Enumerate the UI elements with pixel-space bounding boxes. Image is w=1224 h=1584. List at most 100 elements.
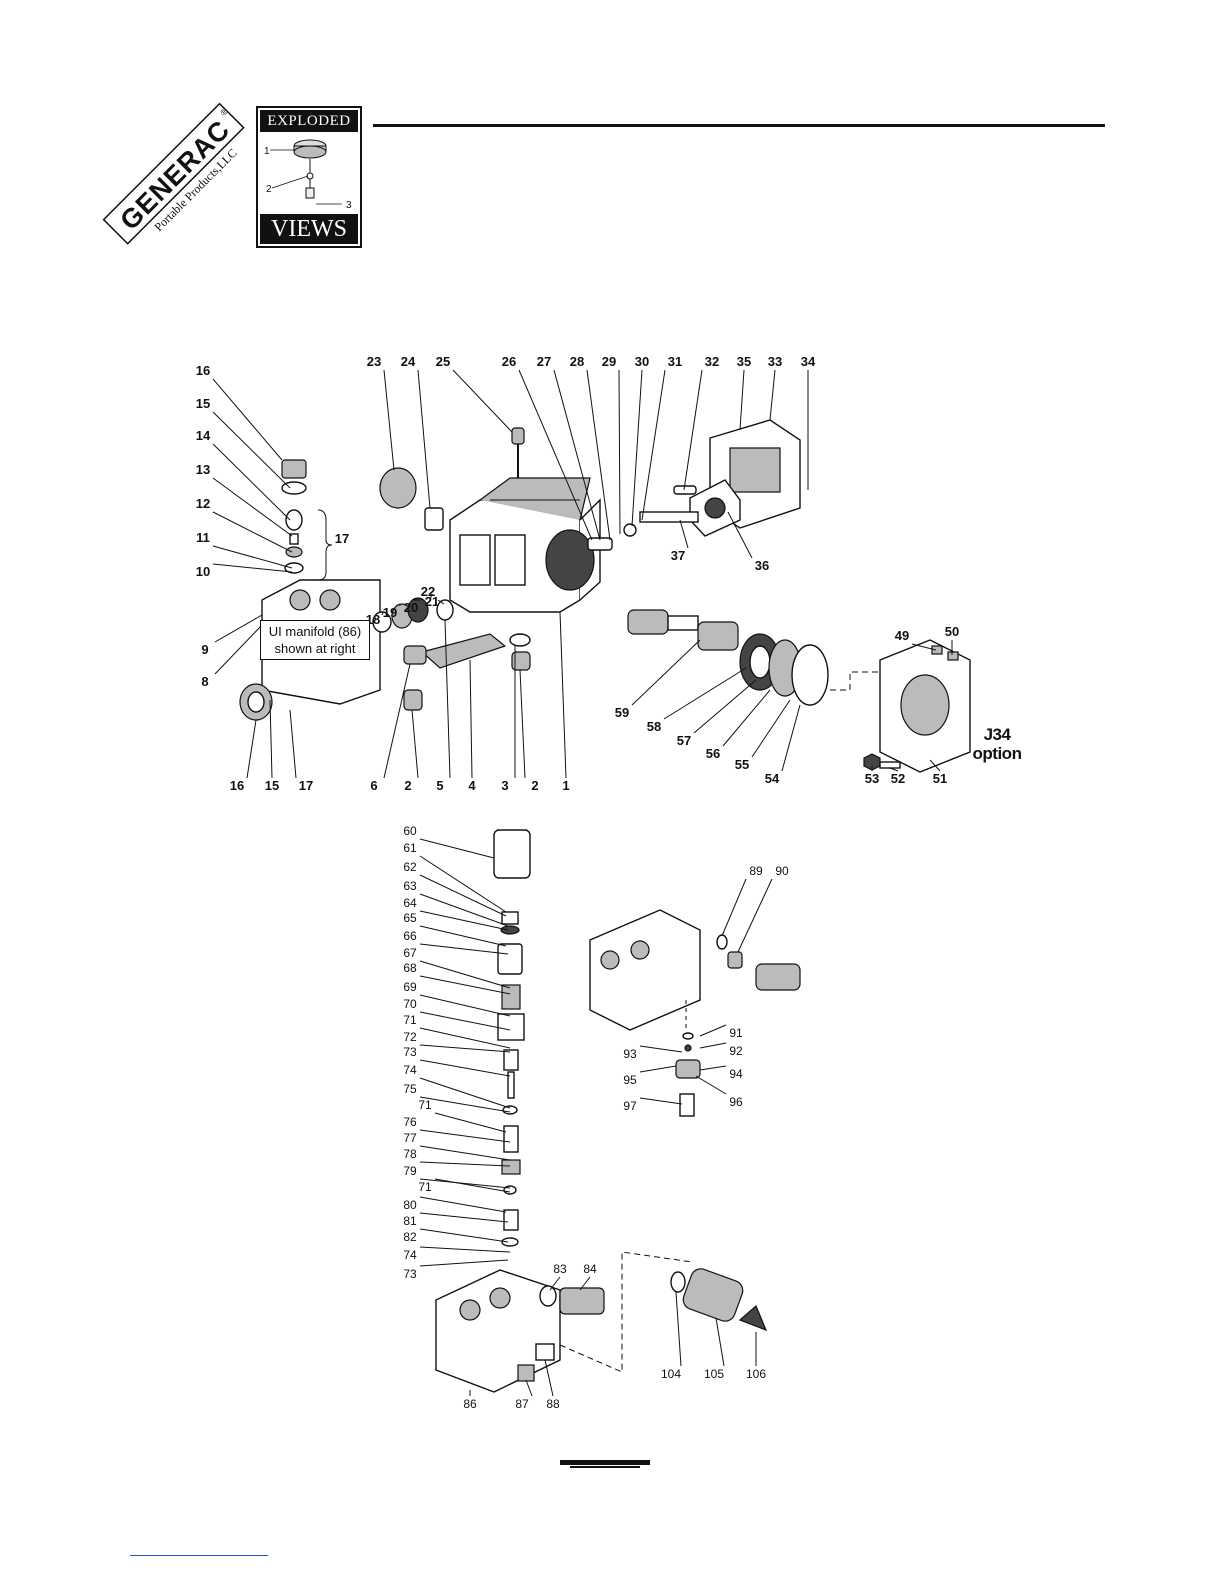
- upper-label-16: 16: [196, 363, 210, 378]
- upper-leader-12: [212, 511, 293, 553]
- lower-leader-65: [419, 925, 507, 947]
- upper-leader-51: [929, 759, 941, 772]
- upper-label-56: 56: [706, 746, 720, 761]
- lower-label-74: 74: [403, 1063, 417, 1077]
- upper-label-28: 28: [570, 354, 584, 369]
- shaft-part: [639, 511, 699, 523]
- lower-label-64: 64: [403, 896, 417, 910]
- page-number-bar: [560, 1460, 650, 1465]
- lower-leader-90: [737, 878, 773, 953]
- upper-leader-2: [411, 709, 419, 779]
- upper-leader-15: [212, 411, 291, 489]
- lower-leader-74: [419, 1246, 511, 1253]
- lower-leader-69: [419, 994, 511, 1017]
- upper-label-54: 54: [765, 771, 780, 786]
- lower-leader-91: [699, 1024, 727, 1037]
- lower-label-75: 75: [403, 1082, 417, 1096]
- callout-line-2: shown at right: [274, 641, 356, 656]
- lower-label-86: 86: [463, 1397, 477, 1411]
- upper-label-17: 17: [299, 778, 313, 793]
- upper-label-22: 22: [421, 584, 435, 599]
- callout-line-1: UI manifold (86): [268, 624, 362, 639]
- lower-leader-89: [721, 878, 747, 937]
- lower-leader-73: [419, 1259, 509, 1267]
- upper-label-55: 55: [735, 757, 749, 772]
- upper-leader-27: [553, 369, 601, 541]
- upper-label-21: 21: [425, 594, 439, 609]
- upper-label-16: 16: [230, 778, 244, 793]
- lower-label-87: 87: [515, 1397, 529, 1411]
- badge-top-text: EXPLODED: [260, 110, 358, 132]
- upper-leader-54: [781, 704, 801, 772]
- crankcase-part: [449, 477, 601, 613]
- upper-leader-31: [641, 369, 666, 521]
- lower-leader-88: [544, 1359, 554, 1397]
- lower-label-71: 71: [418, 1180, 432, 1194]
- lower-label-61: 61: [403, 841, 417, 855]
- lower-leader-72: [419, 1044, 511, 1053]
- upper-leader-1: [559, 611, 567, 779]
- crankshaft-part: [627, 609, 739, 651]
- dashed-link-j34: [830, 671, 880, 691]
- upper-leader-26: [518, 369, 593, 541]
- upper-leader-55: [751, 699, 791, 758]
- lower-leader-77: [419, 1145, 511, 1161]
- lower-label-69: 69: [403, 980, 417, 994]
- lower-label-78: 78: [403, 1147, 417, 1161]
- lower-leader-61: [419, 855, 507, 913]
- upper-leader-21: [429, 593, 433, 601]
- lower-leader-105: [715, 1317, 725, 1367]
- lower-label-72: 72: [403, 1030, 417, 1044]
- upper-leader-13: [212, 477, 293, 537]
- upper-label-37: 37: [671, 548, 685, 563]
- svg-text:1: 1: [264, 146, 270, 157]
- footer-link-line: [130, 1555, 268, 1556]
- upper-leader-16: [212, 378, 283, 461]
- upper-label-25: 25: [436, 354, 450, 369]
- upper-label-3: 3: [501, 778, 508, 793]
- upper-leader-22: [437, 599, 445, 605]
- lower-label-65: 65: [403, 911, 417, 925]
- upper-label-9: 9: [201, 642, 208, 657]
- upper-label-35: 35: [737, 354, 751, 369]
- lower-label-93: 93: [623, 1047, 637, 1061]
- upper-label-15: 15: [265, 778, 279, 793]
- lower-leader-75: [419, 1096, 511, 1113]
- lower-leader-63: [419, 893, 509, 927]
- upper-label-34: 34: [801, 354, 816, 369]
- lower-leader-82: [419, 1228, 509, 1243]
- lower-leader-60: [419, 838, 495, 859]
- upper-label-52: 52: [891, 771, 905, 786]
- lower-leader-87: [525, 1379, 533, 1397]
- upper-leader-58: [663, 667, 747, 720]
- lower-label-73: 73: [403, 1267, 417, 1281]
- upper-label-19: 19: [383, 605, 397, 620]
- upper-label-51: 51: [933, 771, 947, 786]
- lower-leader-73: [419, 1059, 511, 1077]
- lower-leader-62: [419, 874, 507, 917]
- generac-logo: GENERAC Portable Products,LLC ®: [100, 100, 260, 260]
- upper-label-53: 53: [865, 771, 879, 786]
- lower-label-80: 80: [403, 1198, 417, 1212]
- lower-leader-78: [419, 1161, 511, 1167]
- header-rule: [373, 124, 1105, 127]
- lower-leader-71: [419, 1027, 511, 1049]
- lower-leader-71: [434, 1112, 507, 1133]
- upper-leader-17: [289, 709, 297, 779]
- lower-leader-92: [699, 1042, 727, 1049]
- lower-label-88: 88: [546, 1397, 560, 1411]
- lower-leader-66: [419, 943, 509, 955]
- upper-leader-2: [519, 669, 526, 779]
- upper-label-12: 12: [196, 496, 210, 511]
- upper-label-11: 11: [196, 530, 210, 545]
- lower-leader-95: [639, 1065, 677, 1073]
- upper-leader-35: [739, 369, 745, 431]
- upper-leader-16: [246, 719, 257, 779]
- upper-label-14: 14: [196, 428, 211, 443]
- upper-leader-32: [683, 369, 703, 491]
- upper-label-36: 36: [755, 558, 769, 573]
- lower-label-74: 74: [403, 1248, 417, 1262]
- lower-label-97: 97: [623, 1099, 637, 1113]
